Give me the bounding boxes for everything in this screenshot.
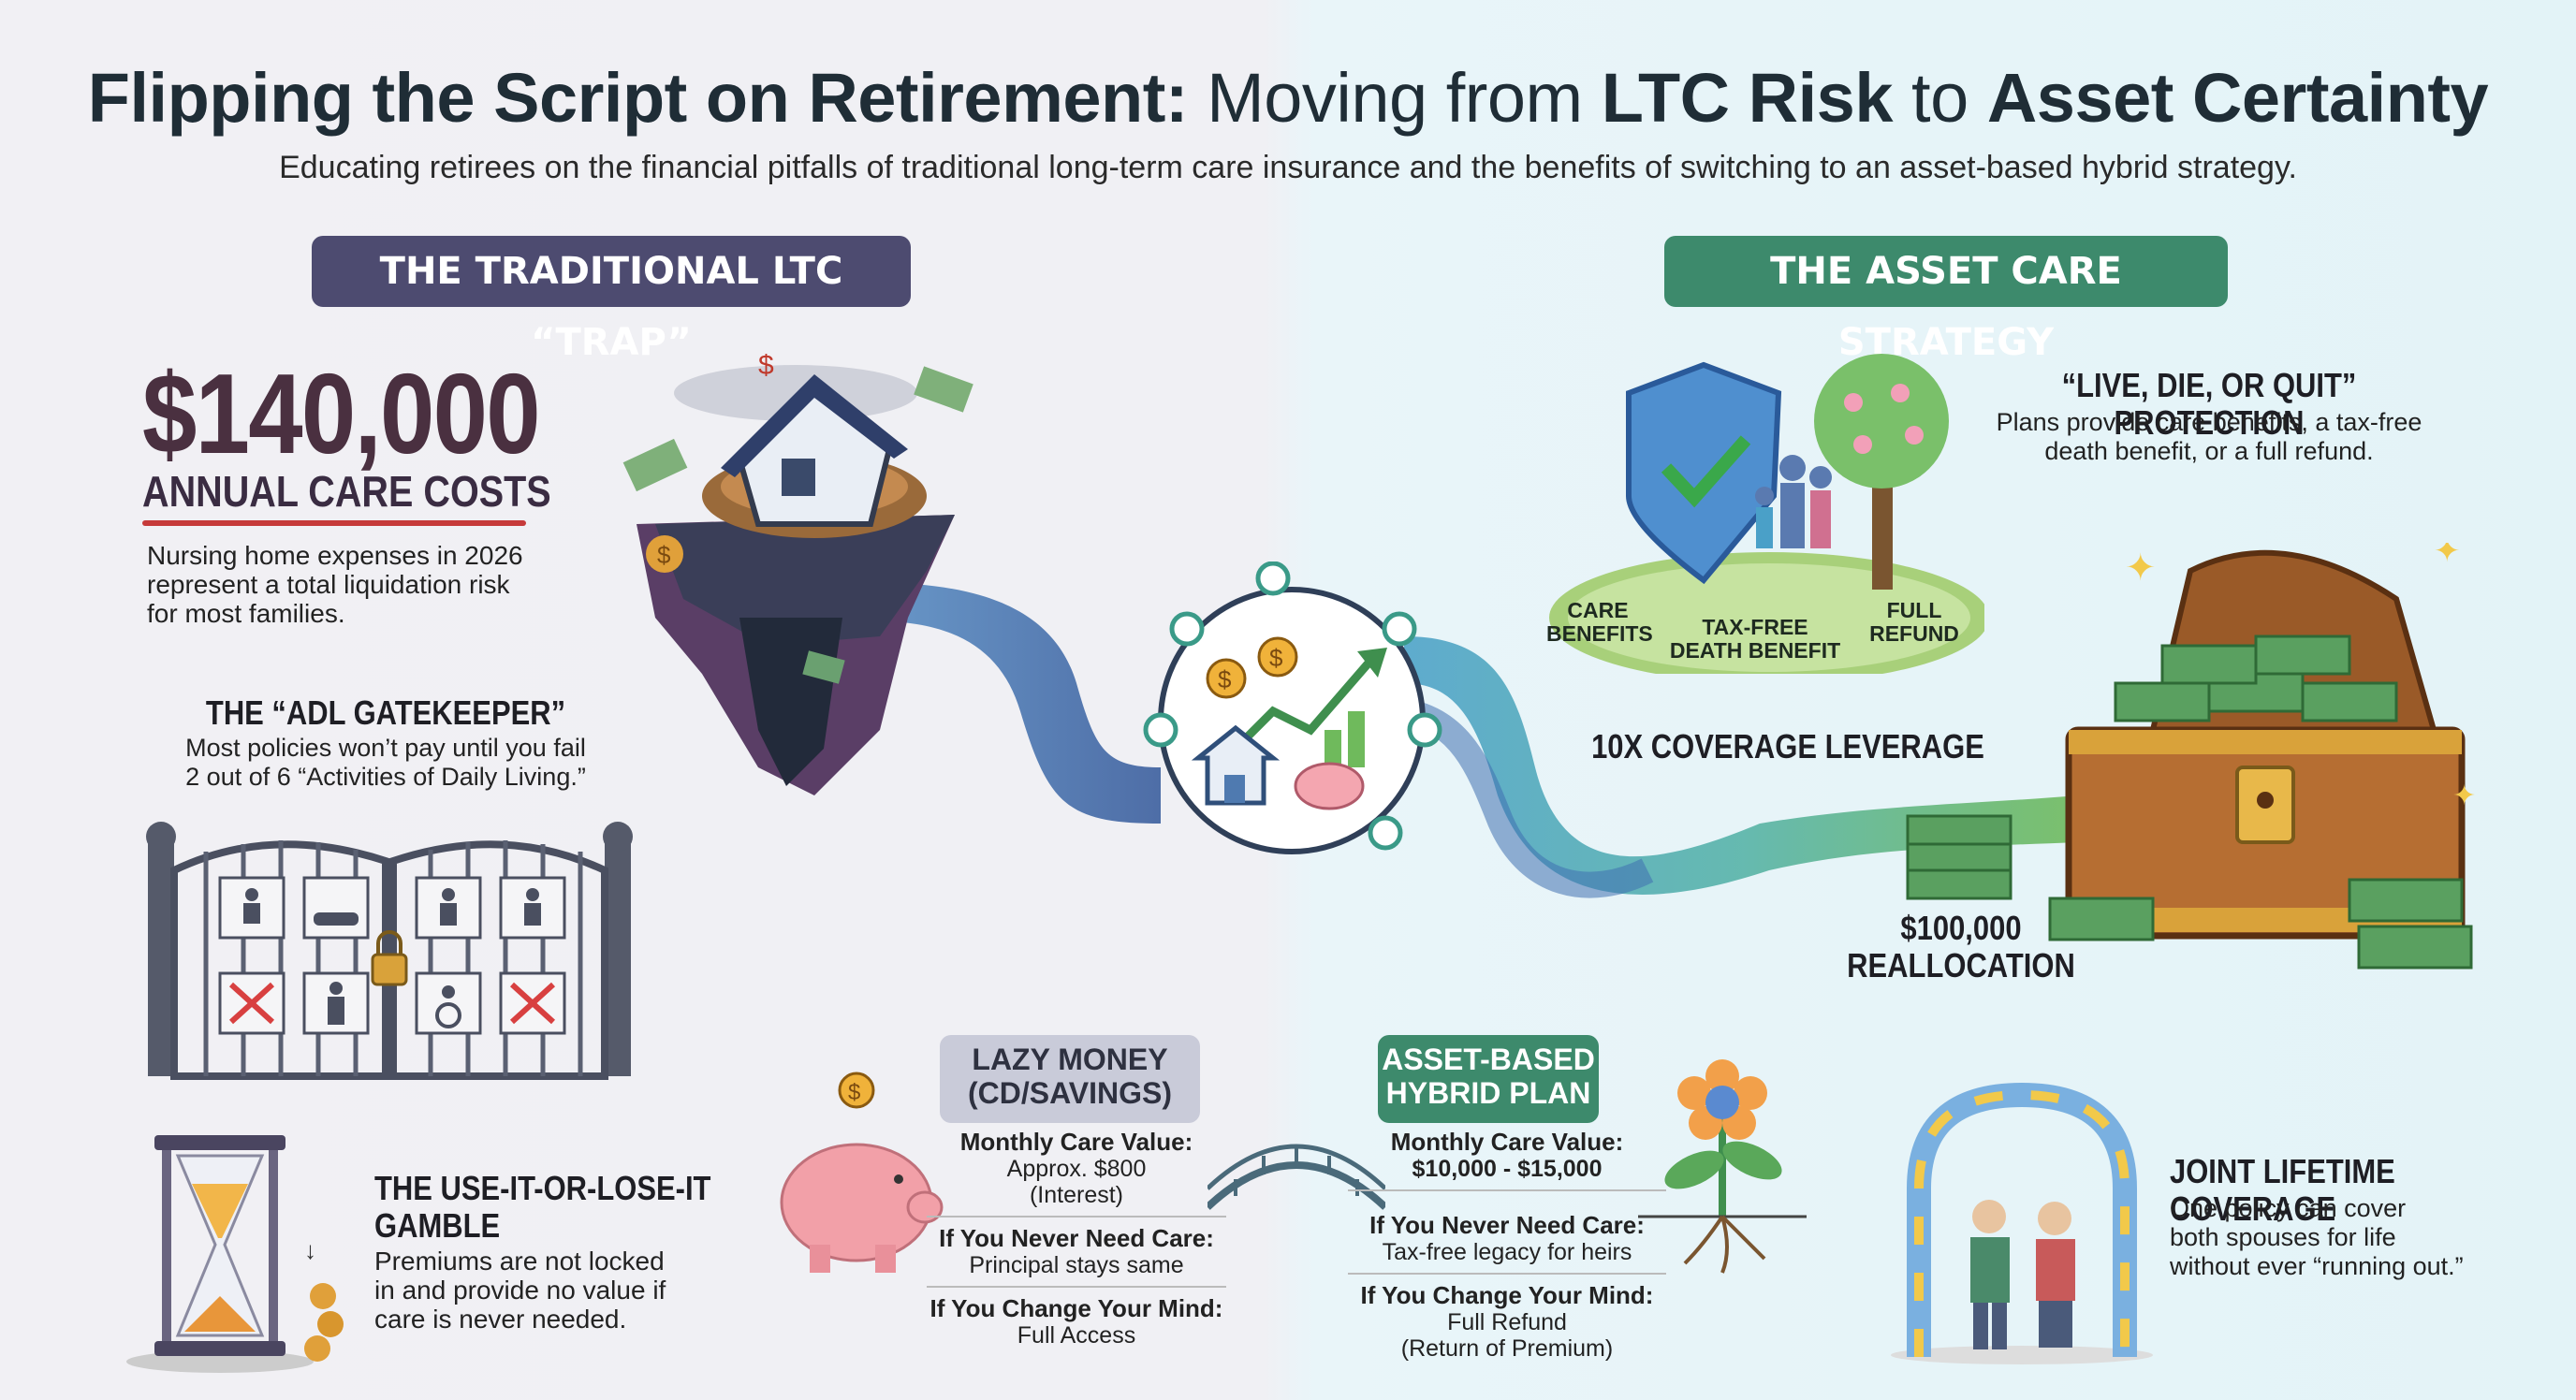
lazy-money-details: Monthly Care Value: Approx. $800 (Intere… [927, 1129, 1226, 1349]
svg-text:$: $ [1269, 644, 1283, 672]
bridge-illustration [1208, 1144, 1385, 1210]
adl-gatekeeper-desc: Most policies won’t pay until you fail 2… [185, 734, 586, 791]
annual-care-cost-desc: Nursing home expenses in 2026 represent … [147, 541, 523, 628]
page-title: Flipping the Script on Retirement: Movin… [87, 59, 2489, 137]
growing-flower-illustration [1638, 1059, 1807, 1274]
adl-gatekeeper-title: THE “ADL GATEKEEPER” [205, 693, 566, 732]
svg-text:$: $ [1218, 665, 1232, 693]
svg-text:$: $ [848, 1080, 860, 1105]
treasure-chest-illustration: ✦ ✦ ✦ [2048, 543, 2476, 970]
svg-text:✦: ✦ [2125, 547, 2157, 590]
joint-coverage-arch-illustration [1891, 1082, 2153, 1364]
asset-care-section-title: THE ASSET CARE STRATEGY [1664, 236, 2228, 364]
svg-text:↓: ↓ [304, 1236, 316, 1264]
joint-lifetime-coverage-title: JOINT LIFETIME COVERAGE [2170, 1152, 2395, 1228]
asset-based-hybrid-label: ASSET-BASED HYBRID PLAN [1378, 1035, 1599, 1123]
traditional-ltc-section-title: THE TRADITIONAL LTC “TRAP” [312, 236, 911, 364]
hourglass-illustration: ↓ [126, 1135, 344, 1373]
piggy-bank-illustration: $ [780, 1072, 944, 1273]
live-die-quit-illustration [1549, 354, 1984, 674]
hybrid-plan-details: Monthly Care Value: $10,000 - $15,000 If… [1348, 1129, 1666, 1362]
svg-text:✦: ✦ [2434, 543, 2461, 570]
underline-accent [142, 520, 526, 526]
annual-care-cost-value: $140,000 [142, 350, 541, 477]
adl-gate-illustration [146, 822, 633, 1080]
coverage-leverage-label: 10X COVERAGE LEVERAGE [1591, 727, 1984, 766]
center-growth-circle: $ $ [1143, 561, 1442, 854]
cash-stack-icon [1906, 814, 2012, 900]
svg-text:$: $ [657, 541, 671, 569]
lazy-money-label: LAZY MONEY (CD/SAVINGS) [940, 1035, 1200, 1123]
reallocation-label: $100,000 REALLOCATION [1847, 909, 2075, 984]
live-die-quit-desc: Plans provide care benefits, a tax-free … [1996, 408, 2422, 465]
use-it-or-lose-it-desc: Premiums are not locked in and provide n… [374, 1247, 666, 1334]
svg-text:✦: ✦ [2452, 780, 2476, 812]
use-it-or-lose-it-title: THE USE-IT-OR-LOSE-IT GAMBLE [374, 1169, 711, 1245]
crumbling-house-illustration: $ $ [622, 350, 973, 795]
joint-lifetime-coverage-desc: One policy can cover both spouses for li… [2170, 1194, 2464, 1280]
annual-care-cost-label: ANNUAL CARE COSTS [142, 467, 551, 516]
page-subtitle: Educating retirees on the financial pitf… [279, 150, 2297, 185]
live-die-quit-title: “LIVE, DIE, OR QUIT” PROTECTION [2061, 366, 2357, 442]
svg-text:$: $ [758, 350, 774, 381]
